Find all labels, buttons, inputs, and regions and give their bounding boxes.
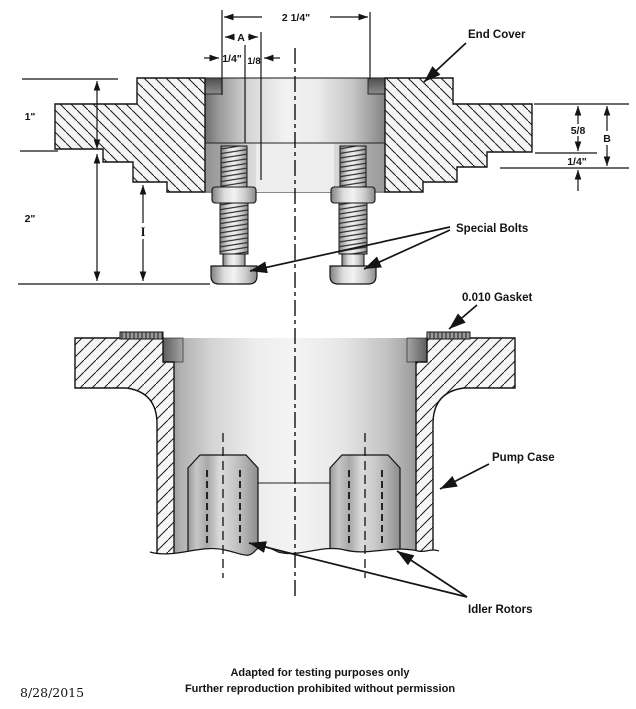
bolt-head-left	[210, 265, 258, 285]
dim-five-eighths: 5/8	[571, 125, 586, 137]
footer-line1: Adapted for testing purposes only	[230, 667, 410, 679]
dim-two-inch: 2"	[25, 213, 36, 225]
dim-quarter-right: 1/4"	[567, 156, 587, 168]
dim-quarter-top: 1/4"	[222, 53, 242, 65]
dim-bg	[600, 131, 614, 145]
case-rabbet-right	[406, 337, 428, 363]
dim-bg	[560, 155, 594, 167]
dim-b: B	[603, 133, 611, 145]
footer-line2: Further reproduction prohibited without …	[185, 683, 455, 695]
gasket-strip-right	[426, 331, 471, 340]
pump-case-leader	[439, 463, 490, 490]
break-line	[149, 545, 440, 556]
end-cover-section	[54, 77, 533, 193]
gasket-strip-left	[119, 331, 164, 340]
end-cover-leader	[423, 42, 467, 83]
end-cover-left-flange	[54, 77, 206, 193]
label-special-bolts: Special Bolts	[456, 223, 528, 235]
counterbore-notch-left	[204, 77, 223, 95]
label-end-cover: End Cover	[468, 29, 526, 41]
label-pump-case: Pump Case	[492, 452, 555, 464]
dim-bg	[137, 223, 149, 239]
idler-rotors-leader-left	[248, 541, 468, 598]
dim-bg	[566, 124, 590, 136]
special-bolt-right	[329, 145, 377, 285]
label-idler-rotors: Idler Rotors	[468, 604, 533, 616]
footer-date: 8/28/2015	[20, 685, 84, 700]
case-rabbet-left	[162, 337, 184, 363]
dim-top-width: 2 1/4"	[282, 12, 310, 24]
pump-case-left-wall	[74, 337, 175, 557]
dim-i: I	[141, 225, 146, 239]
special-bolts-leader-right	[363, 229, 451, 270]
dim-eighth-top: 1/8	[247, 56, 260, 67]
bolt-head-right	[329, 265, 377, 285]
dim-one-inch: 1"	[25, 111, 36, 123]
counterbore-notch-right	[367, 77, 386, 95]
special-bolt-left	[210, 145, 258, 285]
end-cover-right-flange	[384, 77, 533, 193]
pump-case-right-wall	[415, 337, 516, 557]
special-bolts-leader-left	[249, 226, 451, 274]
leader-lines	[248, 42, 490, 598]
dim-a: A	[237, 32, 245, 44]
break-mask	[148, 546, 439, 630]
idler-rotors-leader-right	[396, 550, 468, 598]
label-gasket: 0.010 Gasket	[462, 292, 533, 304]
dimension-lines	[18, 10, 629, 285]
gasket-leader	[448, 304, 478, 330]
